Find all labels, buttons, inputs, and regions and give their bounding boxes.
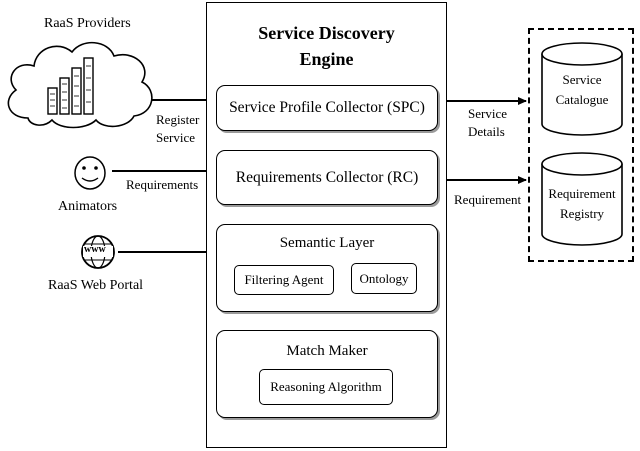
animators-label: Animators bbox=[58, 199, 118, 214]
requirements-flow-label: Requirements bbox=[126, 177, 199, 192]
raas-web-portal-label: RaaS Web Portal bbox=[48, 278, 144, 293]
storage-container bbox=[528, 28, 634, 262]
requirement-flow-label: Requirement bbox=[454, 192, 522, 207]
filtering-agent-box: Filtering Agent bbox=[234, 265, 334, 295]
semantic-layer-box: Semantic Layer Filtering Agent Ontology bbox=[216, 224, 438, 312]
match-maker-box: Match Maker Reasoning Algorithm bbox=[216, 330, 438, 418]
register-label-line1: Register bbox=[156, 112, 200, 127]
match-maker-title: Match Maker bbox=[286, 343, 368, 359]
database-cylinder-icon bbox=[541, 42, 623, 136]
rc-box: Requirements Collector (RC) bbox=[216, 150, 438, 205]
semantic-layer-title: Semantic Layer bbox=[279, 235, 375, 251]
engine-title-line2: Engine bbox=[299, 49, 354, 69]
filtering-agent-label: Filtering Agent bbox=[244, 272, 324, 287]
database-cylinder-icon bbox=[541, 152, 623, 246]
www-globe-icon bbox=[81, 235, 115, 269]
bar-chart-icon bbox=[47, 57, 94, 115]
engine-title-line1: Service Discovery bbox=[258, 23, 395, 43]
register-label-line2: Service bbox=[156, 130, 195, 145]
service-details-label-line1: Service bbox=[468, 106, 507, 121]
reasoning-algorithm-box: Reasoning Algorithm bbox=[259, 369, 393, 405]
reasoning-algorithm-label: Reasoning Algorithm bbox=[270, 379, 382, 394]
ontology-box: Ontology bbox=[351, 263, 417, 294]
requirement-registry-line2: Registry bbox=[559, 206, 605, 221]
spc-box: Service Profile Collector (SPC) bbox=[216, 85, 438, 131]
rc-label: Requirements Collector (RC) bbox=[235, 168, 419, 186]
www-text: www bbox=[84, 244, 106, 255]
ontology-label: Ontology bbox=[359, 270, 409, 286]
service-catalogue-line1: Service bbox=[562, 72, 602, 87]
smiley-face-icon bbox=[74, 156, 106, 190]
raas-providers-label: RaaS Providers bbox=[44, 16, 131, 31]
spc-label: Service Profile Collector (SPC) bbox=[229, 99, 425, 116]
service-details-label-line2: Details bbox=[468, 124, 505, 139]
requirement-registry-line1: Requirement bbox=[548, 186, 616, 201]
service-catalogue-line2: Catalogue bbox=[555, 92, 609, 107]
